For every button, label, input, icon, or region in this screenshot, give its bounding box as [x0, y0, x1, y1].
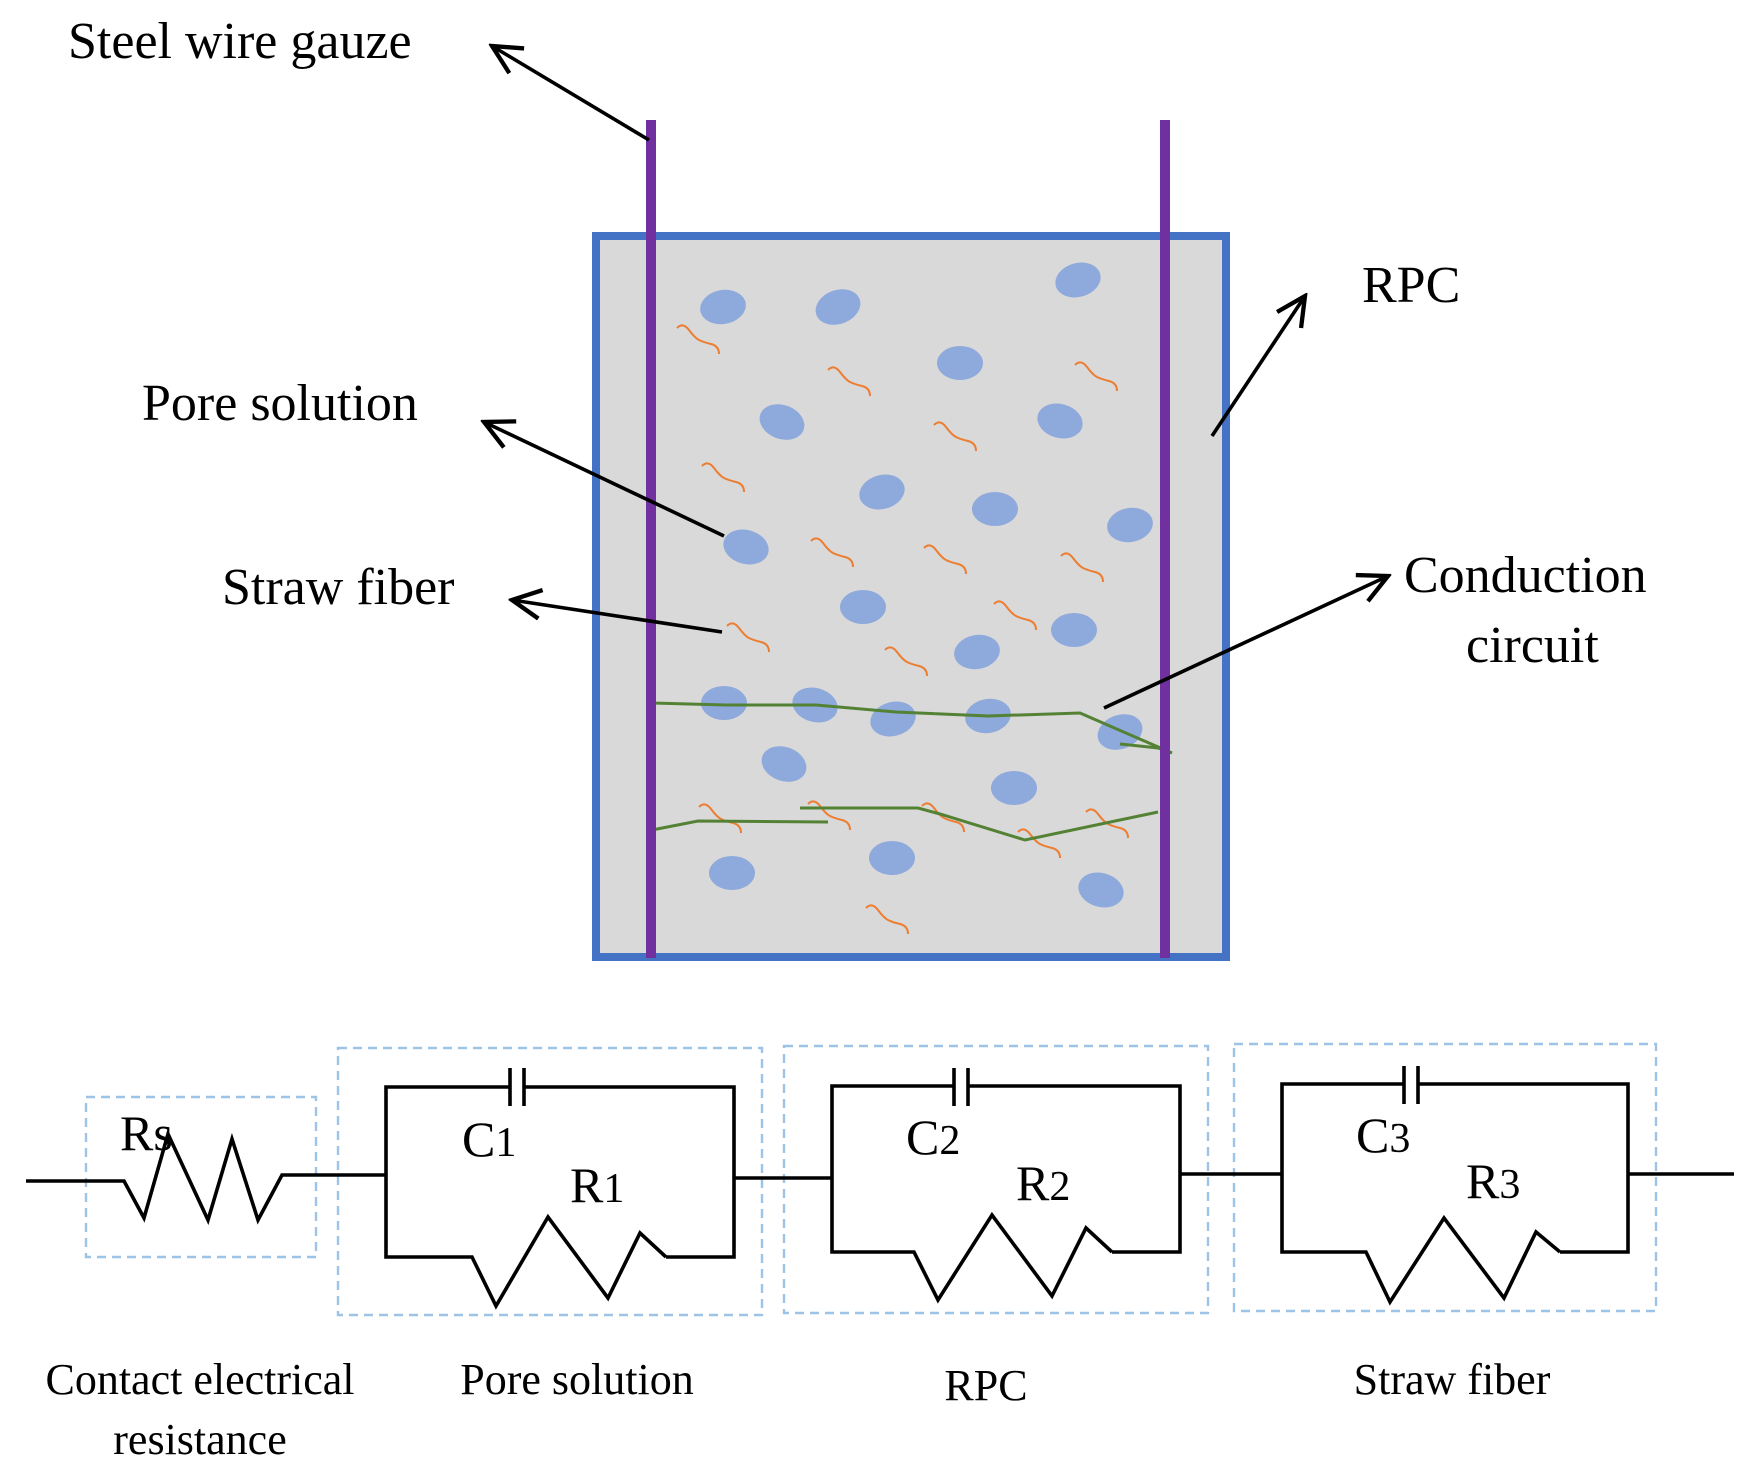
pore — [723, 529, 769, 565]
pore — [972, 492, 1018, 526]
straw-fiber — [1074, 361, 1118, 392]
caption-contact-line1: Contact electrical — [45, 1355, 354, 1404]
pore — [1055, 262, 1101, 298]
straw-fiber — [676, 324, 720, 355]
pore — [869, 841, 915, 875]
parallel-branch-2 — [830, 1084, 1182, 1304]
parallel-branch-1 — [384, 1085, 736, 1310]
rpc-container — [592, 232, 1230, 961]
group-box-pore-solution — [336, 1046, 764, 1317]
straw-fiber — [1017, 828, 1061, 859]
label-r1: R1 — [570, 1157, 624, 1213]
conduction-path-upper-end — [1119, 742, 1159, 750]
label-r3: R3 — [1466, 1153, 1520, 1209]
straw-fiber — [698, 803, 742, 834]
label-c2: C2 — [906, 1109, 960, 1165]
straw-fiber — [701, 462, 745, 493]
straw-fiber-arrow — [512, 600, 723, 634]
group-box-straw-fiber — [1232, 1042, 1658, 1313]
label-c3: C3 — [1356, 1107, 1410, 1163]
straw-fiber — [921, 802, 965, 833]
label-rs: Rs — [120, 1105, 173, 1161]
straw-fiber — [810, 537, 854, 568]
pore — [859, 474, 905, 510]
straw-fiber-label: Straw fiber — [222, 559, 454, 616]
straw-fiber — [865, 904, 909, 935]
parallel-branch-3 — [1280, 1082, 1630, 1306]
straw-fiber — [933, 421, 977, 452]
label-c1: C1 — [462, 1111, 516, 1167]
pore — [761, 746, 807, 782]
conduction-path-group — [651, 701, 1173, 842]
caption-contact-line2: resistance — [113, 1415, 286, 1464]
label-r2: R2 — [1016, 1155, 1070, 1211]
straw-fiber — [1060, 552, 1104, 583]
conduction-circuit-label-line1: Conduction — [1404, 547, 1647, 604]
caption-rpc: RPC — [944, 1361, 1027, 1410]
pore — [937, 346, 983, 380]
resistor-rs — [26, 1128, 386, 1226]
conduction-circuit-arrow — [1103, 576, 1388, 710]
equivalent-circuit: Rs C1 R1 C2 R2 C3 R3 Contact electrical … — [26, 1042, 1734, 1464]
pore — [840, 590, 886, 624]
specimen-schematic: Steel wire gauze RPC Pore solution Straw… — [68, 13, 1647, 961]
straw-fiber — [827, 366, 871, 397]
pore-group — [700, 262, 1153, 908]
pore — [1037, 403, 1083, 439]
conduction-circuit-label-line2: circuit — [1466, 617, 1599, 674]
pore — [700, 289, 746, 325]
caption-straw-fiber: Straw fiber — [1354, 1355, 1551, 1404]
pore — [991, 771, 1037, 805]
conduction-path-upper — [651, 701, 1173, 755]
pore-solution-arrow — [484, 422, 725, 538]
pore-solution-label: Pore solution — [142, 375, 418, 432]
pore — [709, 856, 755, 890]
straw-fiber — [807, 800, 851, 831]
conduction-path-lower-b — [800, 806, 1159, 842]
pore — [759, 404, 805, 440]
steel-wire-gauze-label: Steel wire gauze — [68, 13, 412, 70]
pore — [815, 289, 861, 325]
pore — [1078, 872, 1124, 908]
straw-fiber — [884, 646, 928, 677]
pore — [701, 686, 747, 720]
straw-fiber — [726, 622, 770, 653]
straw-fiber-group — [676, 324, 1129, 935]
straw-fiber — [923, 544, 967, 575]
pore — [1107, 507, 1153, 543]
straw-fiber — [993, 600, 1037, 631]
steel-wire-gauze-arrow — [492, 46, 650, 142]
rpc-arrow — [1210, 296, 1305, 437]
caption-pore-solution: Pore solution — [460, 1355, 693, 1404]
pore — [954, 634, 1000, 670]
pore — [1051, 613, 1097, 647]
rpc-label: RPC — [1362, 257, 1460, 314]
conduction-path-lower — [651, 819, 829, 832]
